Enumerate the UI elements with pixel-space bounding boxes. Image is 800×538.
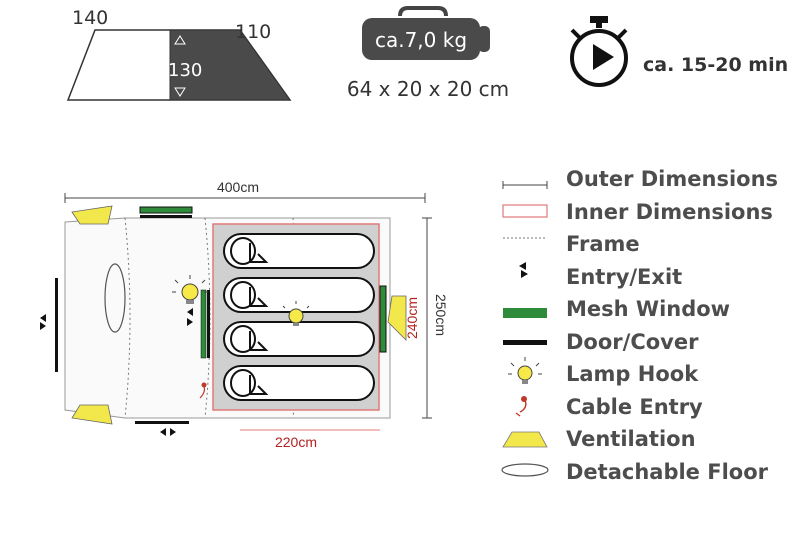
mesh-window-icon bbox=[503, 308, 547, 318]
inner-dimensions-icon bbox=[502, 204, 548, 218]
legend-label: Entry/Exit bbox=[566, 265, 682, 289]
profile-height-right: 110 bbox=[235, 21, 271, 43]
mesh-window-top bbox=[139, 206, 193, 214]
inner-length-label: 220cm bbox=[275, 434, 317, 450]
floor-plan: 400cm 250cm bbox=[40, 179, 449, 450]
pack-bag: ca.7,0 kg 64 x 20 x 20 cm bbox=[347, 6, 509, 101]
sleeping-bag bbox=[223, 365, 375, 401]
cable-entry-icon bbox=[199, 382, 207, 399]
frame-line-1 bbox=[124, 217, 131, 419]
sleeping-bag bbox=[223, 321, 375, 357]
outer-width-label: 250cm bbox=[433, 294, 449, 336]
ventilation-rear bbox=[387, 295, 407, 341]
entry-exit-icon bbox=[519, 262, 528, 278]
lamp-hook-icon bbox=[282, 301, 310, 326]
cable-entry-icon bbox=[515, 396, 527, 417]
sleeping-bag bbox=[223, 277, 375, 313]
ventilation-front-top bbox=[71, 205, 113, 225]
stopwatch-icon bbox=[570, 16, 628, 87]
inner-width-label: 240cm bbox=[404, 297, 420, 339]
legend-label: Mesh Window bbox=[566, 297, 730, 321]
lamp-hook-icon bbox=[508, 357, 542, 384]
legend: Outer Dimensions Inner Dimensions Frame … bbox=[501, 167, 778, 484]
tent-profile: 140 110 130 bbox=[66, 7, 292, 101]
mesh-window-right bbox=[379, 285, 387, 353]
pack-size: 64 x 20 x 20 cm bbox=[347, 77, 509, 101]
ventilation-icon bbox=[502, 431, 548, 448]
profile-height-inner: 130 bbox=[168, 60, 202, 81]
outer-length-label: 400cm bbox=[217, 179, 259, 195]
legend-label: Frame bbox=[566, 232, 640, 256]
door-cover-front bbox=[55, 278, 58, 372]
detachable-floor-area bbox=[104, 263, 126, 333]
bag-end-cap bbox=[478, 26, 490, 52]
setup-time: ca. 15-20 min bbox=[643, 54, 788, 76]
door-cover-top bbox=[140, 215, 192, 218]
profile-height-left: 140 bbox=[72, 7, 108, 29]
door-cover-inner bbox=[207, 290, 210, 358]
legend-label: Lamp Hook bbox=[566, 362, 699, 386]
sleeping-bag bbox=[223, 233, 375, 269]
legend-label: Ventilation bbox=[566, 427, 696, 451]
ventilation-front-bottom bbox=[71, 404, 113, 425]
lamp-hook-icon bbox=[172, 275, 208, 304]
arrow-down-icon bbox=[174, 87, 186, 97]
legend-label: Cable Entry bbox=[566, 395, 703, 419]
legend-label: Detachable Floor bbox=[566, 460, 769, 484]
entry-exit-icon bbox=[40, 308, 193, 436]
detachable-floor-icon bbox=[501, 463, 549, 477]
profile-inner-tent bbox=[169, 29, 291, 101]
mesh-window-inner bbox=[200, 289, 207, 359]
legend-label: Inner Dimensions bbox=[566, 200, 773, 224]
arrow-up-icon bbox=[174, 35, 186, 45]
legend-label: Outer Dimensions bbox=[566, 167, 778, 191]
door-cover-icon bbox=[503, 340, 547, 345]
door-cover-side bbox=[135, 421, 189, 424]
bag-handle bbox=[398, 6, 448, 17]
outer-dimensions-icon bbox=[502, 181, 548, 189]
legend-label: Door/Cover bbox=[566, 330, 699, 354]
pack-weight: ca.7,0 kg bbox=[375, 28, 467, 52]
bag-body bbox=[362, 18, 480, 60]
